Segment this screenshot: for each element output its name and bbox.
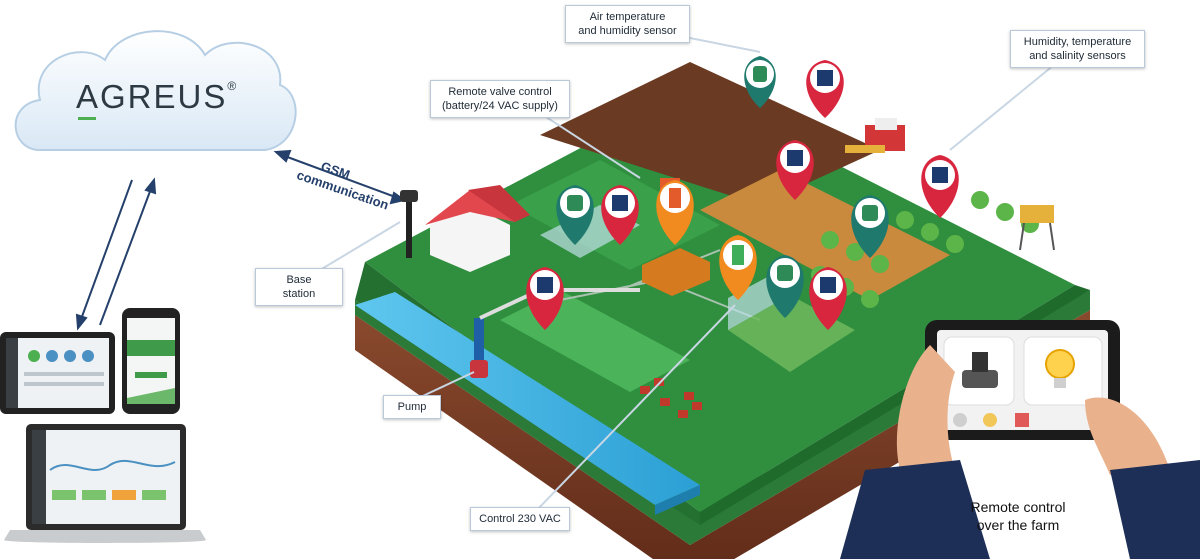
tablet-caption: Remote control over the farm	[970, 499, 1066, 533]
sensor-pin-icon	[851, 195, 889, 258]
sensor-pin-icon	[921, 155, 959, 218]
cloud-devices-arrows	[75, 177, 157, 331]
sensor-pin-icon	[776, 140, 814, 200]
house-icon	[425, 185, 530, 272]
beehives	[640, 378, 702, 418]
gsm-arrow	[273, 149, 407, 205]
valve-pin-icon	[719, 235, 757, 300]
callout-base-station: Base station	[255, 268, 343, 306]
sensor-pin-icon	[806, 60, 844, 118]
phone-icon	[122, 308, 180, 414]
callout-pump: Pump	[383, 395, 441, 419]
sensor-pin-icon	[744, 56, 776, 108]
cloud-icon	[14, 30, 297, 151]
sensor-pin-icon	[809, 267, 847, 330]
logo-underline	[78, 117, 96, 120]
sensor-pin-icon	[556, 185, 594, 245]
farm-ground	[355, 62, 1090, 559]
sensor-pin-icon	[766, 255, 804, 318]
brand-logo: AGREUS®	[76, 78, 239, 115]
callout-valve-control: Remote valve control (battery/24 VAC sup…	[430, 80, 570, 118]
tablet-icon	[0, 332, 115, 414]
callout-soil-sensors: Humidity, temperature and salinity senso…	[1010, 30, 1145, 68]
callout-leaders	[299, 27, 1061, 513]
sensor-pin-icon	[601, 185, 639, 245]
valve-pin-icon	[656, 180, 694, 245]
callout-control-230: Control 230 VAC	[470, 507, 570, 531]
combine-harvester-icon	[845, 118, 905, 153]
hands	[840, 345, 1200, 559]
callout-air-sensor: Air temperature and humidity sensor	[565, 5, 690, 43]
sensor-pin-icon	[526, 267, 564, 330]
river	[355, 292, 700, 515]
bulb-icon	[1045, 349, 1075, 388]
valve-icon	[962, 352, 998, 388]
laptop-icon	[4, 424, 206, 543]
water-tower-icon	[1019, 205, 1055, 251]
tablet-small-icons	[953, 413, 1029, 427]
antenna-icon	[400, 190, 418, 258]
